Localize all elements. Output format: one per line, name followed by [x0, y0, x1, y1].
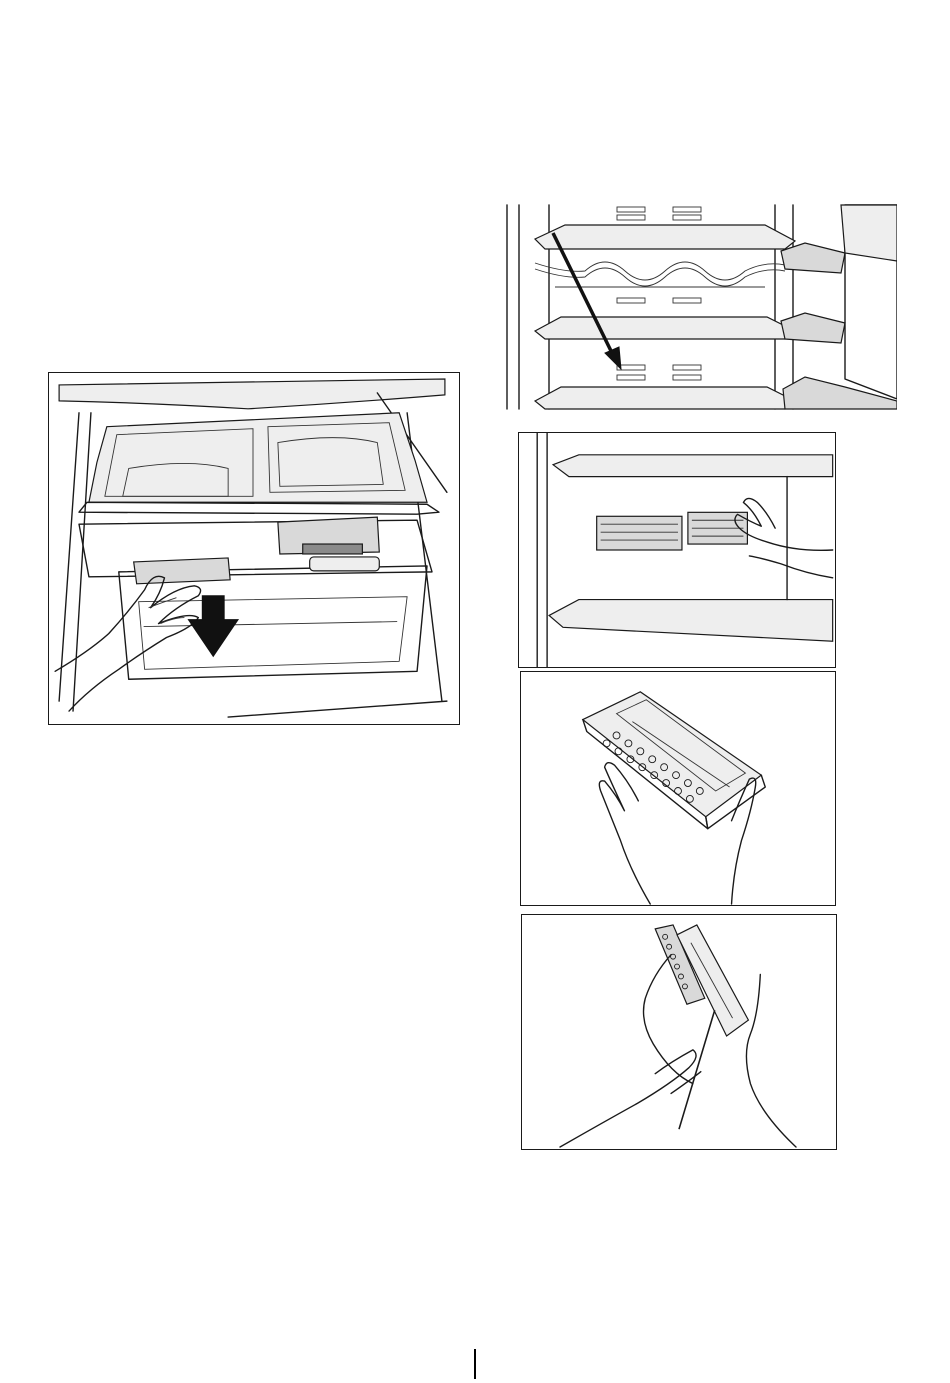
drawer-removal-drawing — [49, 373, 459, 724]
odour-filter-removal-illustration — [518, 432, 836, 668]
shelves-removal-drawing — [505, 203, 897, 411]
filter-opening-drawing — [522, 915, 836, 1149]
page-number-marker — [474, 1349, 476, 1379]
odour-filter-in-hand-illustration — [520, 671, 836, 906]
crisper-drawer-removal-illustration — [48, 372, 460, 725]
filter-in-hand-drawing — [521, 672, 835, 905]
fridge-shelves-removal-illustration — [505, 203, 897, 411]
odour-filter-opening-illustration — [521, 914, 837, 1150]
filter-removal-drawing — [519, 433, 835, 667]
